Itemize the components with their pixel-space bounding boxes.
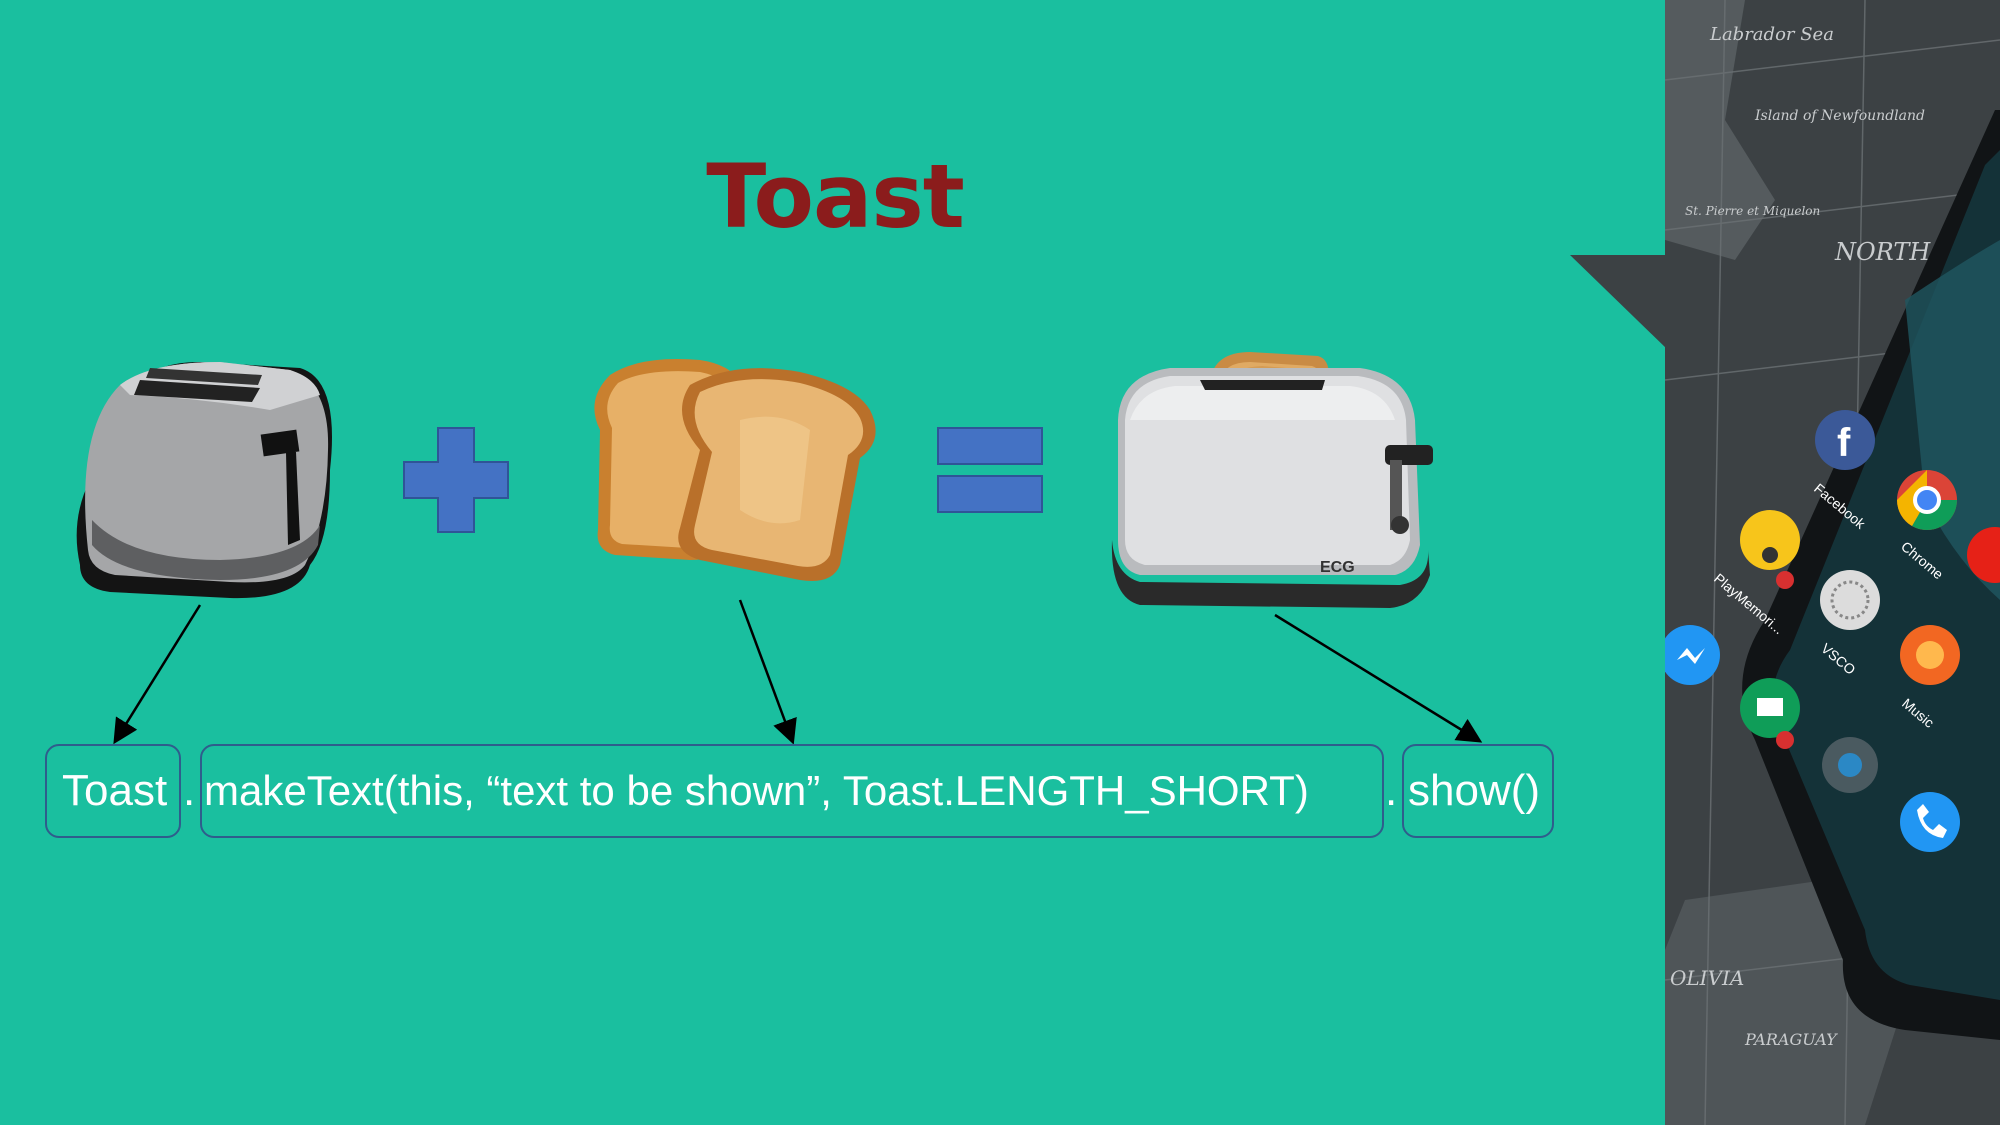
- code-part-maketext: makeText(this, “text to be shown”, Toast…: [204, 767, 1309, 814]
- app-icon-facebook: f: [1815, 410, 1875, 470]
- code-separator: .: [1385, 766, 1398, 815]
- map-label: St. Pierre et Miquelon: [1685, 204, 1820, 218]
- code-part-show: show(): [1408, 766, 1541, 815]
- app-icon-phone: [1900, 792, 1960, 852]
- map-label: Island of Newfoundland: [1754, 108, 1925, 124]
- map-label: Labrador Sea: [1709, 24, 1834, 45]
- app-icon-messenger: [1665, 625, 1720, 685]
- page-title: Toast: [706, 145, 965, 248]
- map-label: NORTH: [1834, 238, 1931, 266]
- app-icon-playmemories: [1740, 510, 1800, 589]
- phone-photo: Labrador Sea Island of Newfoundland St. …: [1665, 0, 2000, 1125]
- code-box-toast: [45, 744, 181, 838]
- app-icon-camera: [1822, 737, 1878, 793]
- map-background: Labrador Sea Island of Newfoundland St. …: [1665, 0, 2000, 1125]
- svg-text:f: f: [1837, 421, 1851, 465]
- code-box-maketext: [200, 744, 1384, 838]
- app-icon-chrome: [1897, 470, 1957, 531]
- map-label: PARAGUAY: [1744, 1030, 1838, 1049]
- app-icon-vsco: [1820, 570, 1880, 630]
- map-label: OLIVIA: [1670, 966, 1744, 990]
- app-icon-youtube: [1967, 527, 2000, 583]
- code-part-toast: Toast: [62, 766, 168, 815]
- app-icon-hangouts: [1740, 678, 1800, 749]
- code-separator: .: [183, 766, 196, 815]
- app-icon-music: [1900, 625, 1960, 685]
- code-box-show: [1402, 744, 1554, 838]
